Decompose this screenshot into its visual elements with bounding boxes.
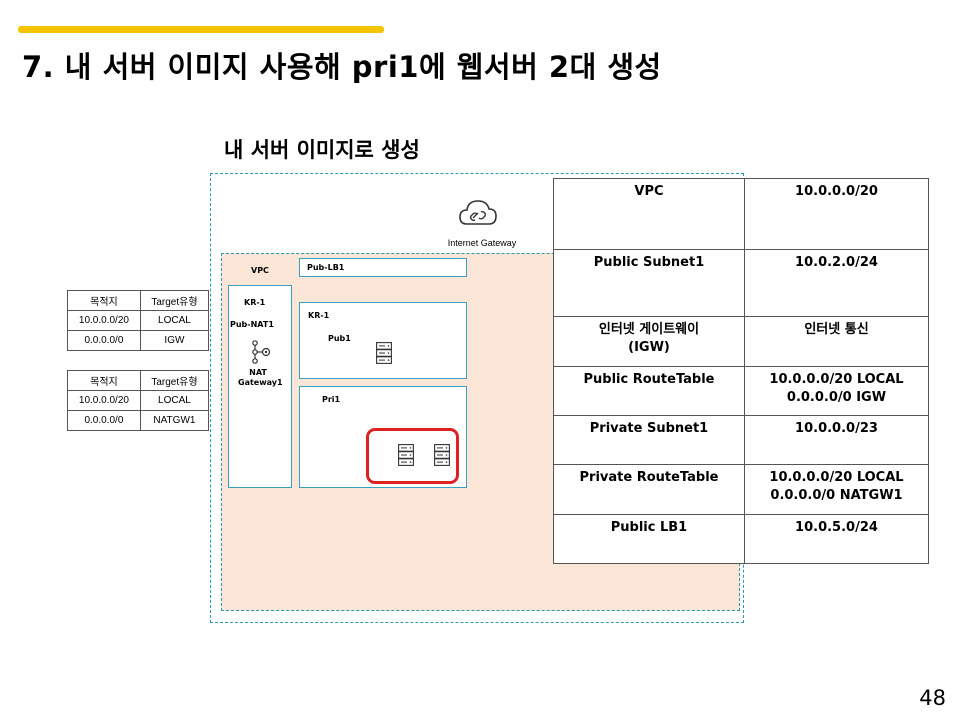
- table-cell: 인터넷 통신: [744, 316, 929, 367]
- table-cell: Public Subnet1: [553, 249, 745, 317]
- pub-lb1-box: Pub-LB1: [299, 258, 467, 277]
- table-cell: 10.0.5.0/24: [744, 514, 929, 564]
- table-row: 인터넷 게이트웨이 (IGW) 인터넷 통신: [553, 316, 929, 367]
- table-cell: 10.0.0.0/20 LOCAL 0.0.0.0/0 IGW: [744, 366, 929, 416]
- pri1-label: Pri1: [322, 395, 341, 404]
- pub1-subnet-box: [299, 302, 467, 379]
- table-row: 0.0.0.0/0 NATGW1: [67, 410, 210, 431]
- table-cell: VPC: [553, 178, 745, 250]
- table-cell: Private Subnet1: [553, 415, 745, 465]
- kr1-label-right: KR-1: [308, 311, 330, 320]
- pub-nat1-label: Pub-NAT1: [230, 320, 274, 329]
- table-header-row: 목적지 Target유형: [67, 370, 210, 391]
- table-row: VPC 10.0.0.0/20: [553, 178, 929, 250]
- table-row: Public RouteTable 10.0.0.0/20 LOCAL 0.0.…: [553, 366, 929, 416]
- internet-gateway-label: Internet Gateway: [430, 238, 534, 248]
- table-row: Private Subnet1 10.0.0.0/23: [553, 415, 929, 465]
- table-cell: 인터넷 게이트웨이 (IGW): [553, 316, 745, 367]
- table-row: Public LB1 10.0.5.0/24: [553, 514, 929, 564]
- nat-gateway-icon: [252, 340, 271, 364]
- public-route-table: 목적지 Target유형 10.0.0.0/20 LOCAL 0.0.0.0/0…: [67, 290, 210, 351]
- server-icon: [434, 444, 450, 466]
- pub-lb1-label: Pub-LB1: [307, 263, 345, 272]
- table-cell: 10.0.0.0/20 LOCAL 0.0.0.0/0 NATGW1: [744, 464, 929, 515]
- table-header-row: 목적지 Target유형: [67, 290, 210, 311]
- kr1-label-left: KR-1: [244, 298, 266, 307]
- table-cell: 10.0.2.0/24: [744, 249, 929, 317]
- table-row: 10.0.0.0/20 LOCAL: [67, 390, 210, 411]
- table-cell: 0.0.0.0/0: [67, 410, 141, 431]
- table-header-cell: 목적지: [67, 290, 141, 311]
- pri1-subnet-box: [299, 386, 467, 488]
- table-cell: LOCAL: [139, 390, 210, 411]
- table-row: 0.0.0.0/0 IGW: [67, 330, 210, 351]
- table-cell: 0.0.0.0/0: [67, 330, 141, 351]
- server-icon: [398, 444, 414, 466]
- table-cell: Public RouteTable: [553, 366, 745, 416]
- pub1-label: Pub1: [328, 334, 351, 343]
- nat-subnet-box: [228, 285, 292, 488]
- table-cell: NATGW1: [139, 410, 210, 431]
- table-cell: Public LB1: [553, 514, 745, 564]
- vpc-label: VPC: [251, 266, 269, 275]
- table-cell: Private RouteTable: [553, 464, 745, 515]
- accent-bar: [18, 26, 384, 33]
- table-row: Public Subnet1 10.0.2.0/24: [553, 249, 929, 317]
- cloud-icon: [459, 200, 497, 225]
- table-cell: IGW: [139, 330, 210, 351]
- table-header-cell: 목적지: [67, 370, 141, 391]
- table-cell: 10.0.0.0/20: [67, 390, 141, 411]
- server-icon: [376, 342, 392, 364]
- new-servers-highlight: [366, 428, 459, 484]
- table-cell: 10.0.0.0/23: [744, 415, 929, 465]
- table-header-cell: Target유형: [139, 290, 210, 311]
- table-row: Private RouteTable 10.0.0.0/20 LOCAL 0.0…: [553, 464, 929, 515]
- page-number: 48: [919, 686, 946, 710]
- table-header-cell: Target유형: [139, 370, 210, 391]
- nat-gateway-label: NAT Gateway1: [238, 368, 283, 387]
- table-cell: LOCAL: [139, 310, 210, 331]
- network-info-table: VPC 10.0.0.0/20 Public Subnet1 10.0.2.0/…: [553, 178, 929, 564]
- private-route-table: 목적지 Target유형 10.0.0.0/20 LOCAL 0.0.0.0/0…: [67, 370, 210, 431]
- diagram-subtitle: 내 서버 이미지로 생성: [224, 138, 420, 162]
- table-cell: 10.0.0.0/20: [67, 310, 141, 331]
- table-cell: 10.0.0.0/20: [744, 178, 929, 250]
- slide-title: 7. 내 서버 이미지 사용해 pri1에 웹서버 2대 생성: [22, 50, 662, 84]
- table-row: 10.0.0.0/20 LOCAL: [67, 310, 210, 331]
